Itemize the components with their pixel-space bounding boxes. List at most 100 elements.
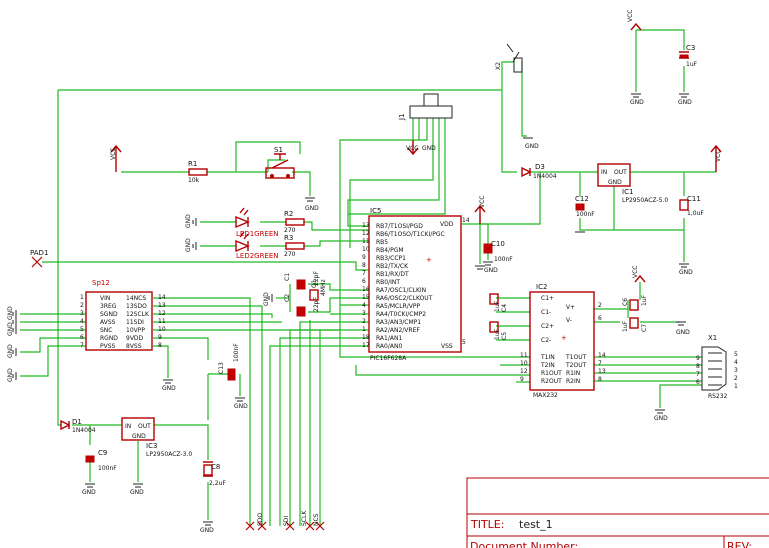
svg-text:D1: D1: [72, 418, 82, 426]
connector-x2: X2: [495, 43, 523, 73]
svg-text:GND: GND: [200, 527, 214, 534]
sp12-pin-label: SGND: [100, 311, 118, 318]
sp12-pin-number: 8: [158, 342, 162, 349]
ic5-pin-number: 10: [362, 246, 370, 253]
svg-text:SDO: SDO: [257, 513, 264, 526]
x1-pin-number: 4: [734, 359, 738, 366]
svg-text:+: +: [561, 334, 567, 342]
ic5-pin-number: 3: [362, 310, 366, 317]
ic5-pin-number: 18: [362, 334, 370, 341]
sp12-pin-label: AVSS: [100, 319, 116, 326]
svg-text:C13: C13: [218, 362, 225, 374]
svg-text:GND: GND: [608, 179, 622, 186]
svg-text:100nF: 100nF: [98, 465, 117, 472]
ic5-pin-label: RA5/MCLR/VPP: [376, 303, 420, 310]
svg-text:C8: C8: [211, 463, 220, 471]
ic5-pin-label: RB6/T1OSO/T1CKI/PGC: [376, 231, 445, 238]
ic5-pin-label: RA7/OSC1/CLKIN: [376, 287, 426, 294]
sp12-pin-number: 6: [80, 334, 84, 341]
ic5-vdd: VDD: [440, 221, 454, 228]
svg-text:NCS: NCS: [313, 513, 320, 526]
svg-text:OUT: OUT: [138, 423, 151, 430]
sp12-pin-number: 7: [80, 342, 84, 349]
ic2-pin-label: R1IN: [566, 370, 580, 377]
switch-s1: S1: [265, 146, 295, 179]
svg-text:SDI: SDI: [283, 516, 290, 526]
net-markers: SDO SDI SCLK NCS: [245, 510, 325, 531]
sp12-pin-label: VIN: [100, 295, 110, 302]
svg-text:GND: GND: [7, 368, 14, 382]
svg-text:SCLK: SCLK: [301, 510, 308, 526]
svg-text:GND: GND: [185, 238, 192, 252]
svg-text:VCC: VCC: [110, 148, 117, 160]
ic2-pin-number: 8: [598, 376, 602, 383]
svg-text:+: +: [426, 256, 432, 264]
svg-text:GND: GND: [679, 269, 693, 276]
svg-text:GND: GND: [263, 292, 270, 306]
svg-text:LED2GREEN: LED2GREEN: [236, 252, 279, 260]
svg-text:GND: GND: [234, 403, 248, 410]
ic2-pin-label: C2-: [541, 337, 551, 344]
svg-text:VCC: VCC: [479, 196, 486, 208]
svg-text:D3: D3: [535, 163, 545, 171]
svg-text:VCC: VCC: [627, 10, 634, 22]
svg-text:X2: X2: [495, 62, 502, 70]
title-label: TITLE:: [470, 518, 504, 531]
ic2-pin-number: 14: [598, 352, 606, 359]
ic5-pin-label: RB1/RX/DT: [376, 271, 409, 278]
ic5-pin-label: RB3/CCP1: [376, 255, 406, 262]
svg-text:RS232: RS232: [708, 393, 728, 400]
ic5-pin-label: RA4/T0CKI/CMP2: [376, 311, 426, 318]
svg-text:2,2uF: 2,2uF: [209, 480, 226, 487]
sp12-pin-number: 13: [158, 302, 166, 309]
sp12-pin-label: SNC: [100, 327, 113, 334]
ic5-pin-label: RA6/OSC2/CLKOUT: [376, 295, 433, 302]
svg-text:GND: GND: [82, 489, 96, 496]
ic2-pin-number: 7: [598, 360, 602, 367]
ic5-pin-number: 13: [362, 222, 370, 229]
svg-text:IN: IN: [601, 169, 607, 176]
ic5-pin-label: RA0/AN0: [376, 343, 402, 350]
svg-text:R2: R2: [284, 210, 293, 218]
ic5-pin-label: RB0/INT: [376, 279, 400, 286]
sp12-pin-label: 8VSS: [126, 343, 142, 350]
ic5-pin-number: 12: [362, 230, 370, 237]
ic5-pin-label: RB5: [376, 239, 388, 246]
diode-d1: D1 1N4004: [60, 418, 96, 434]
svg-text:J1: J1: [398, 113, 406, 121]
svg-text:C12: C12: [575, 195, 589, 203]
connector-j1: J1: [398, 93, 453, 121]
svg-text:VCC: VCC: [632, 266, 639, 278]
sp12-pin-label: 9VDD: [126, 335, 144, 342]
ic2-pin-label: T1OUT: [565, 354, 587, 361]
led2: LED2GREEN: [235, 231, 279, 260]
ic2-pin-label: T2OUT: [565, 362, 587, 369]
sp12-pin-number: 9: [158, 334, 162, 341]
svg-text:R3: R3: [284, 234, 293, 242]
ic5-pin-label: RA2/AN2/VREF: [376, 327, 420, 334]
ic2-pin-label: T2IN: [540, 362, 555, 369]
sp12-connector: Sp12 VIN13REG2SGND3AVSS4SNC5RGND6PVSS714…: [80, 279, 166, 351]
svg-text:C4: C4: [501, 304, 508, 312]
ic2-pin-label: C1+: [541, 295, 554, 302]
sp12-pin-label: PVSS: [100, 343, 116, 350]
ic2-pin-number: 2: [598, 302, 602, 309]
vcc-symbols: [110, 22, 722, 283]
ic2-pin-label: C1-: [541, 309, 551, 316]
ic2-pin-number: 10: [520, 360, 528, 367]
ic2-max232: IC2 MAX232 C1+C1-C2+C2-T1INT2INR1OUTR2OU…: [520, 283, 606, 399]
sp12-pin-number: 5: [80, 326, 84, 333]
ic5-pin-number: 8: [362, 262, 366, 269]
svg-text:C6: C6: [622, 298, 629, 306]
x1-pin-number: 7: [696, 371, 700, 378]
sp12-pin-number: 10: [158, 326, 166, 333]
svg-text:IN: IN: [125, 423, 131, 430]
sp12-pin-number: 14: [158, 294, 166, 301]
ic2-pin-number: 9: [520, 376, 524, 383]
svg-text:4MHz: 4MHz: [320, 279, 327, 296]
sp12-pin-label: 14NCS: [126, 295, 146, 302]
x1-pin-number: 6: [696, 379, 700, 386]
svg-text:C7: C7: [641, 324, 648, 332]
ic1-regulator: IN OUT GND IC1 LP2950ACZ-5.0: [597, 163, 668, 204]
